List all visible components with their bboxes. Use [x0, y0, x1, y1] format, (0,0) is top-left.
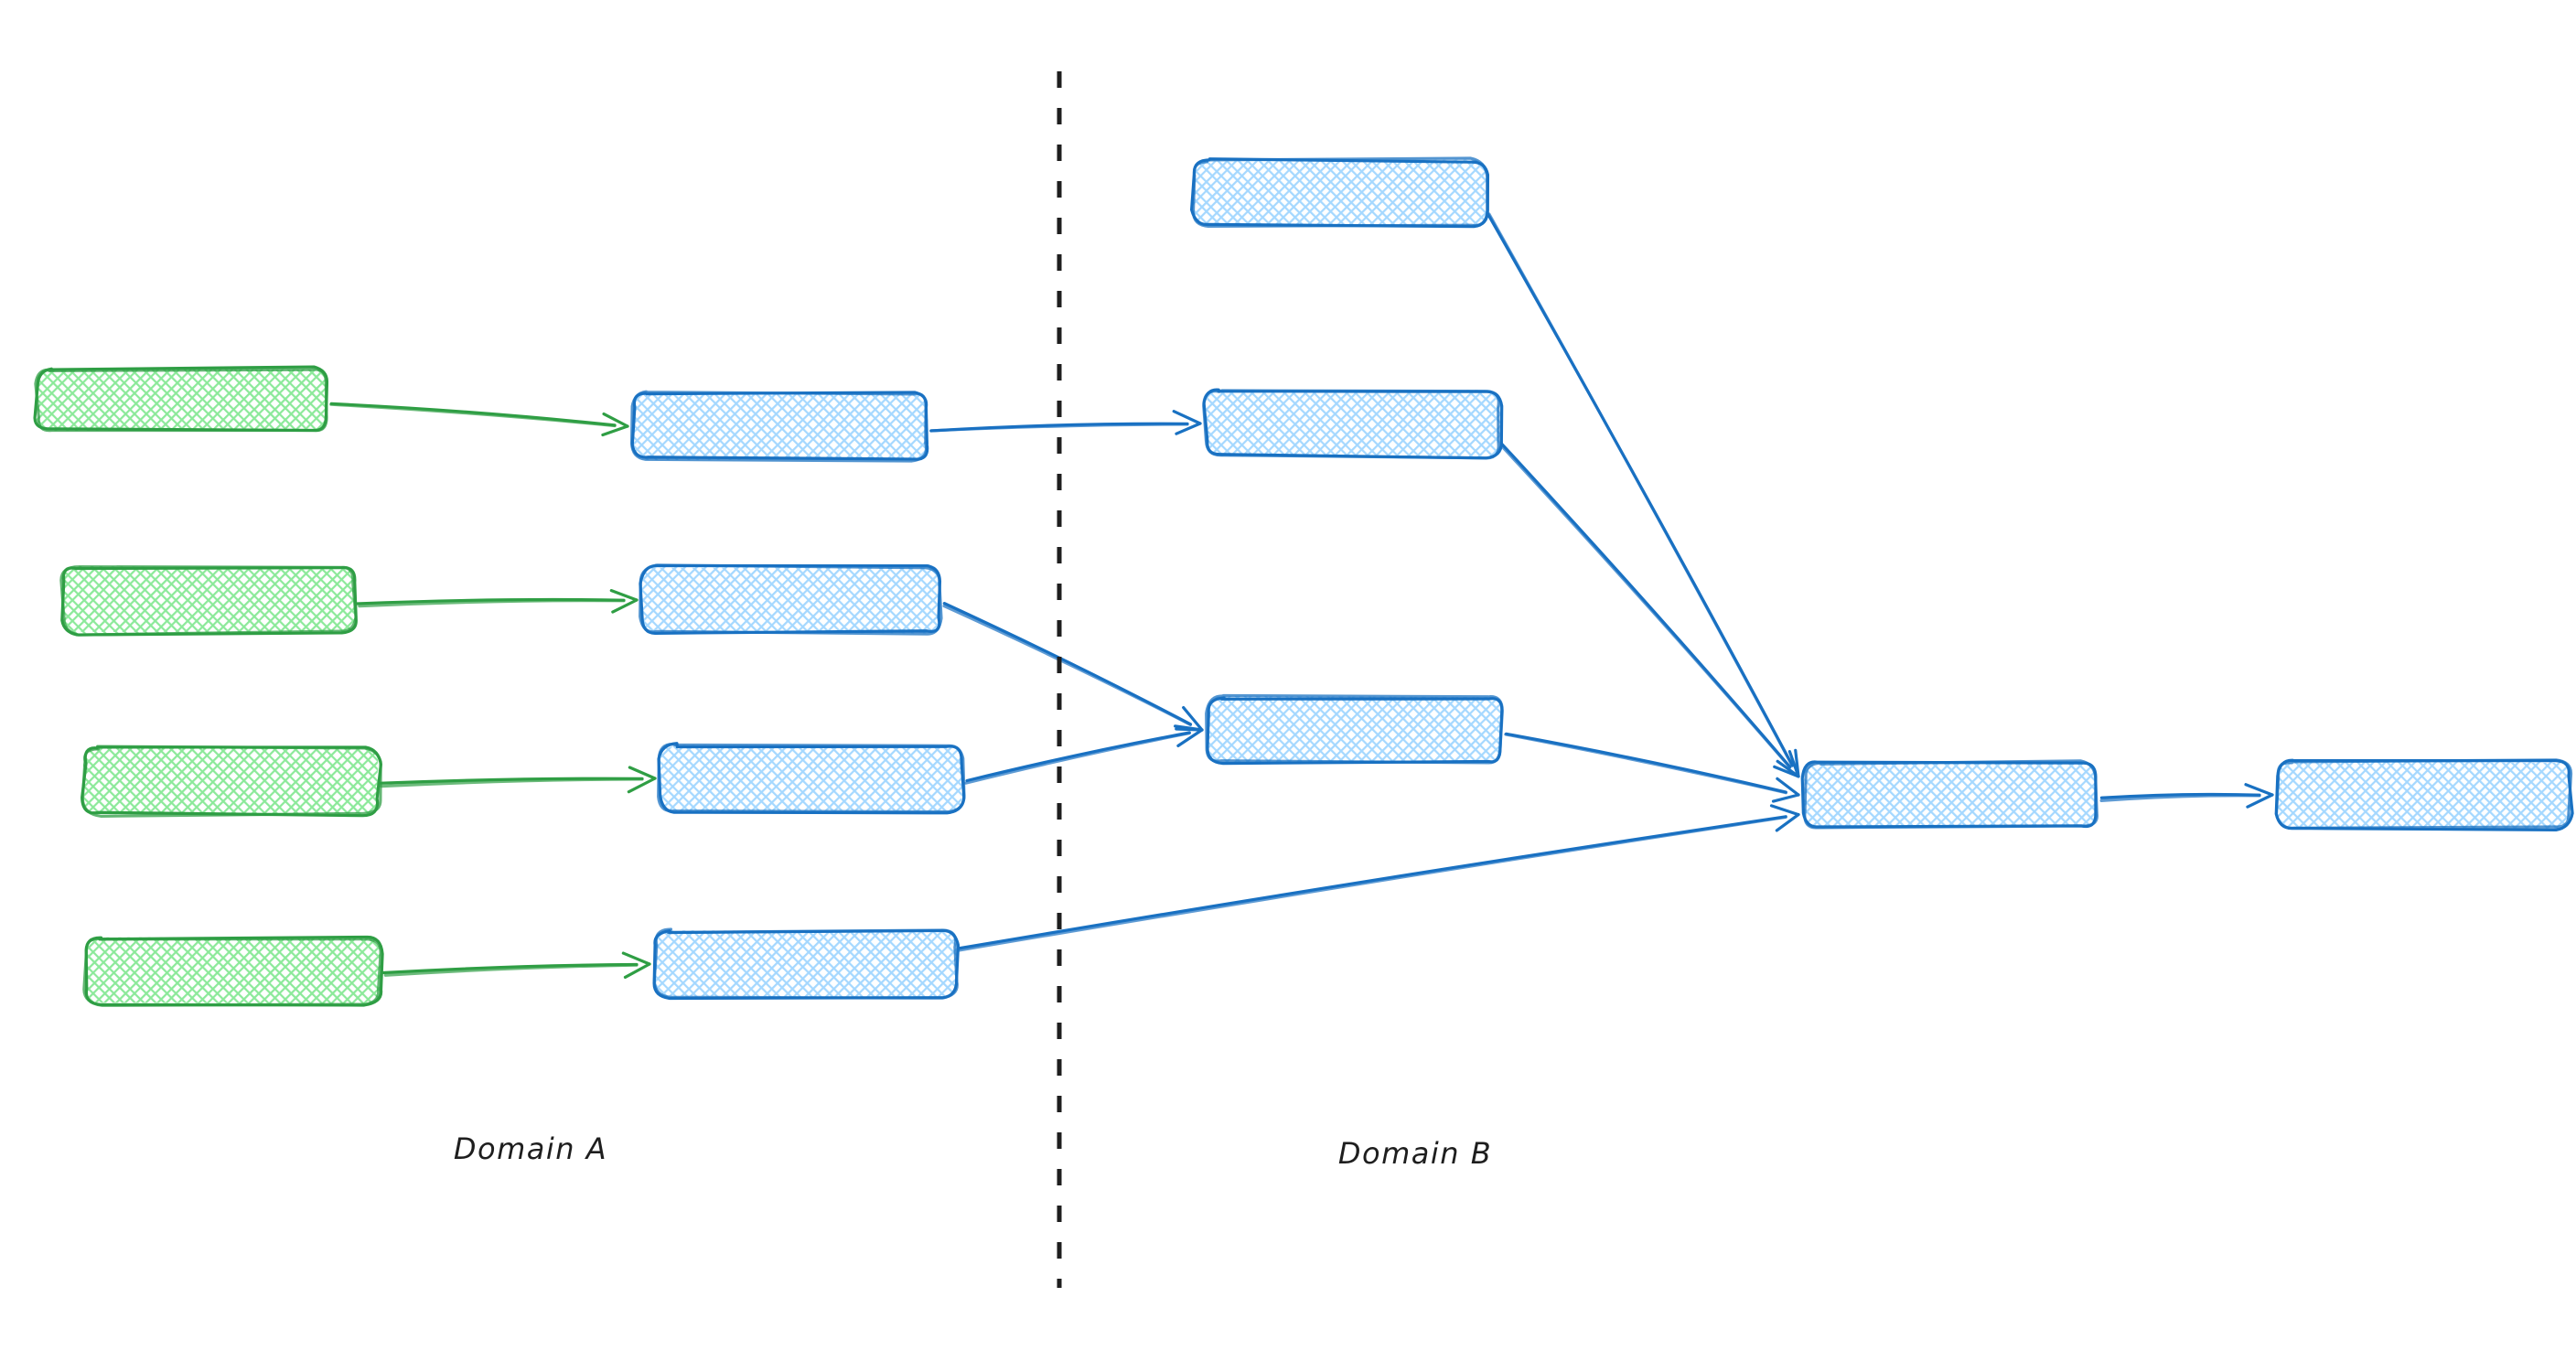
- node-box-e1[interactable]: [2274, 758, 2574, 831]
- edge-arrow-a1-b1: [329, 402, 629, 437]
- edge-arrow-c2-d1: [1499, 442, 1800, 778]
- node-box-b3[interactable]: [657, 742, 966, 815]
- node-box-b4[interactable]: [652, 927, 961, 1001]
- domain-a-label: Domain A: [454, 1131, 607, 1166]
- edge-arrow-a2-b2: [355, 589, 639, 614]
- edge-arrow-b3-c3: [964, 724, 1204, 785]
- edge-arrow-a4-b4: [381, 951, 651, 980]
- node-box-a3[interactable]: [80, 745, 382, 818]
- node-box-c1[interactable]: [1190, 156, 1490, 229]
- edge-arrow-b4-d1: [957, 804, 1800, 952]
- node-box-c3[interactable]: [1205, 693, 1504, 766]
- node-box-a2[interactable]: [59, 564, 358, 637]
- node-box-b2[interactable]: [639, 563, 943, 636]
- edge-arrow-b2-c3: [942, 602, 1204, 732]
- edges-layer: [329, 212, 2274, 980]
- domain-b-label: Domain B: [1338, 1136, 1492, 1171]
- edge-arrow-c1-d1: [1486, 212, 1800, 778]
- node-box-a1[interactable]: [33, 365, 329, 433]
- edge-arrow-c3-d1: [1504, 732, 1800, 803]
- node-box-b1[interactable]: [629, 390, 929, 463]
- node-box-d1[interactable]: [1800, 759, 2098, 830]
- nodes-layer: [33, 156, 2574, 1007]
- node-box-c2[interactable]: [1202, 388, 1504, 460]
- edge-arrow-d1-e1: [2099, 783, 2274, 809]
- edge-arrow-b1-c2: [929, 410, 1202, 435]
- edge-arrow-a3-b3: [379, 766, 657, 794]
- node-box-a4[interactable]: [82, 935, 384, 1007]
